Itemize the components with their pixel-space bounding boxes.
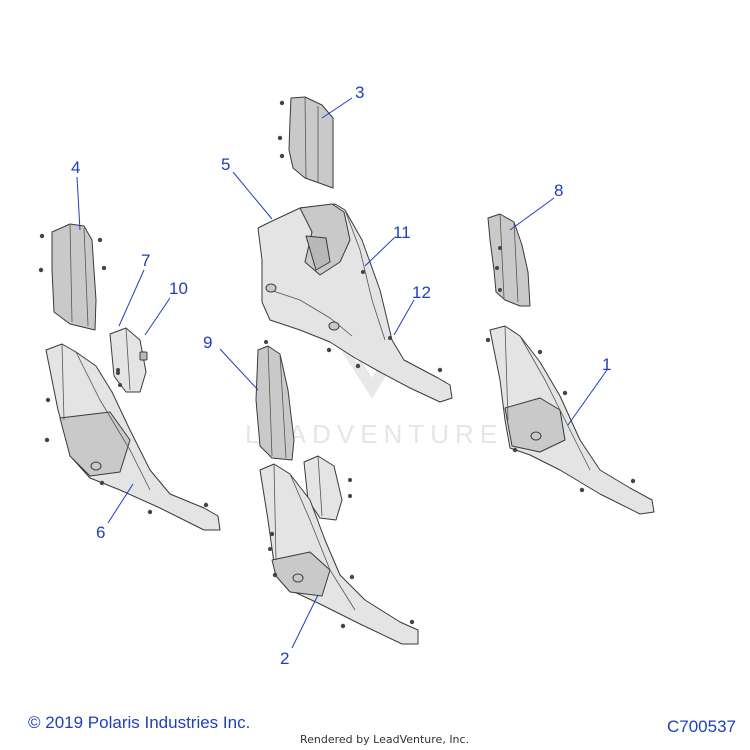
callout-5: 5 bbox=[221, 155, 230, 174]
callout-8: 8 bbox=[554, 181, 563, 200]
callout-10: 10 bbox=[169, 279, 188, 298]
part-3-upper-panel bbox=[277, 96, 334, 189]
callout-7: 7 bbox=[141, 251, 150, 270]
callout-9: 9 bbox=[203, 333, 212, 352]
leader-5 bbox=[232, 171, 273, 220]
callout-1: 1 bbox=[602, 355, 611, 374]
leader-4 bbox=[76, 176, 81, 231]
part-7-block bbox=[109, 327, 147, 393]
leader-10 bbox=[144, 297, 171, 336]
part-6-left-lower-panel bbox=[44, 343, 221, 531]
part-2-block bbox=[303, 455, 352, 521]
copyright-text: © 2019 Polaris Industries Inc. bbox=[28, 713, 251, 732]
callout-11: 11 bbox=[393, 223, 411, 242]
rendered-by-text: Rendered by LeadVenture, Inc. bbox=[300, 733, 470, 746]
callout-2: 2 bbox=[280, 649, 289, 668]
leader-lines bbox=[76, 97, 608, 649]
diagram-code: C700537 bbox=[666, 717, 736, 736]
leader-12 bbox=[393, 299, 415, 336]
leader-8 bbox=[509, 197, 555, 231]
part-5-center-panel bbox=[257, 203, 453, 403]
callout-6: 6 bbox=[96, 523, 105, 542]
part-4-left-upper-panel bbox=[38, 223, 107, 331]
part-8-right-upper-panel bbox=[487, 213, 531, 307]
leader-2 bbox=[291, 594, 319, 649]
leader-7 bbox=[118, 269, 145, 327]
leader-1 bbox=[567, 369, 608, 426]
part-9-center-upper-panel bbox=[255, 340, 295, 461]
part-2-center-lower-panel bbox=[259, 463, 419, 645]
callout-3: 3 bbox=[355, 83, 364, 102]
callouts: 1 2 3 4 5 6 7 8 9 10 11 12 bbox=[71, 83, 611, 668]
part-1-right-lower-panel bbox=[485, 325, 655, 515]
leader-11 bbox=[364, 237, 395, 267]
leader-3 bbox=[321, 97, 353, 119]
part-10-clip bbox=[139, 351, 148, 361]
callout-12: 12 bbox=[412, 283, 431, 302]
leader-9 bbox=[219, 348, 259, 391]
leader-6 bbox=[107, 483, 134, 524]
callout-4: 4 bbox=[71, 158, 80, 177]
